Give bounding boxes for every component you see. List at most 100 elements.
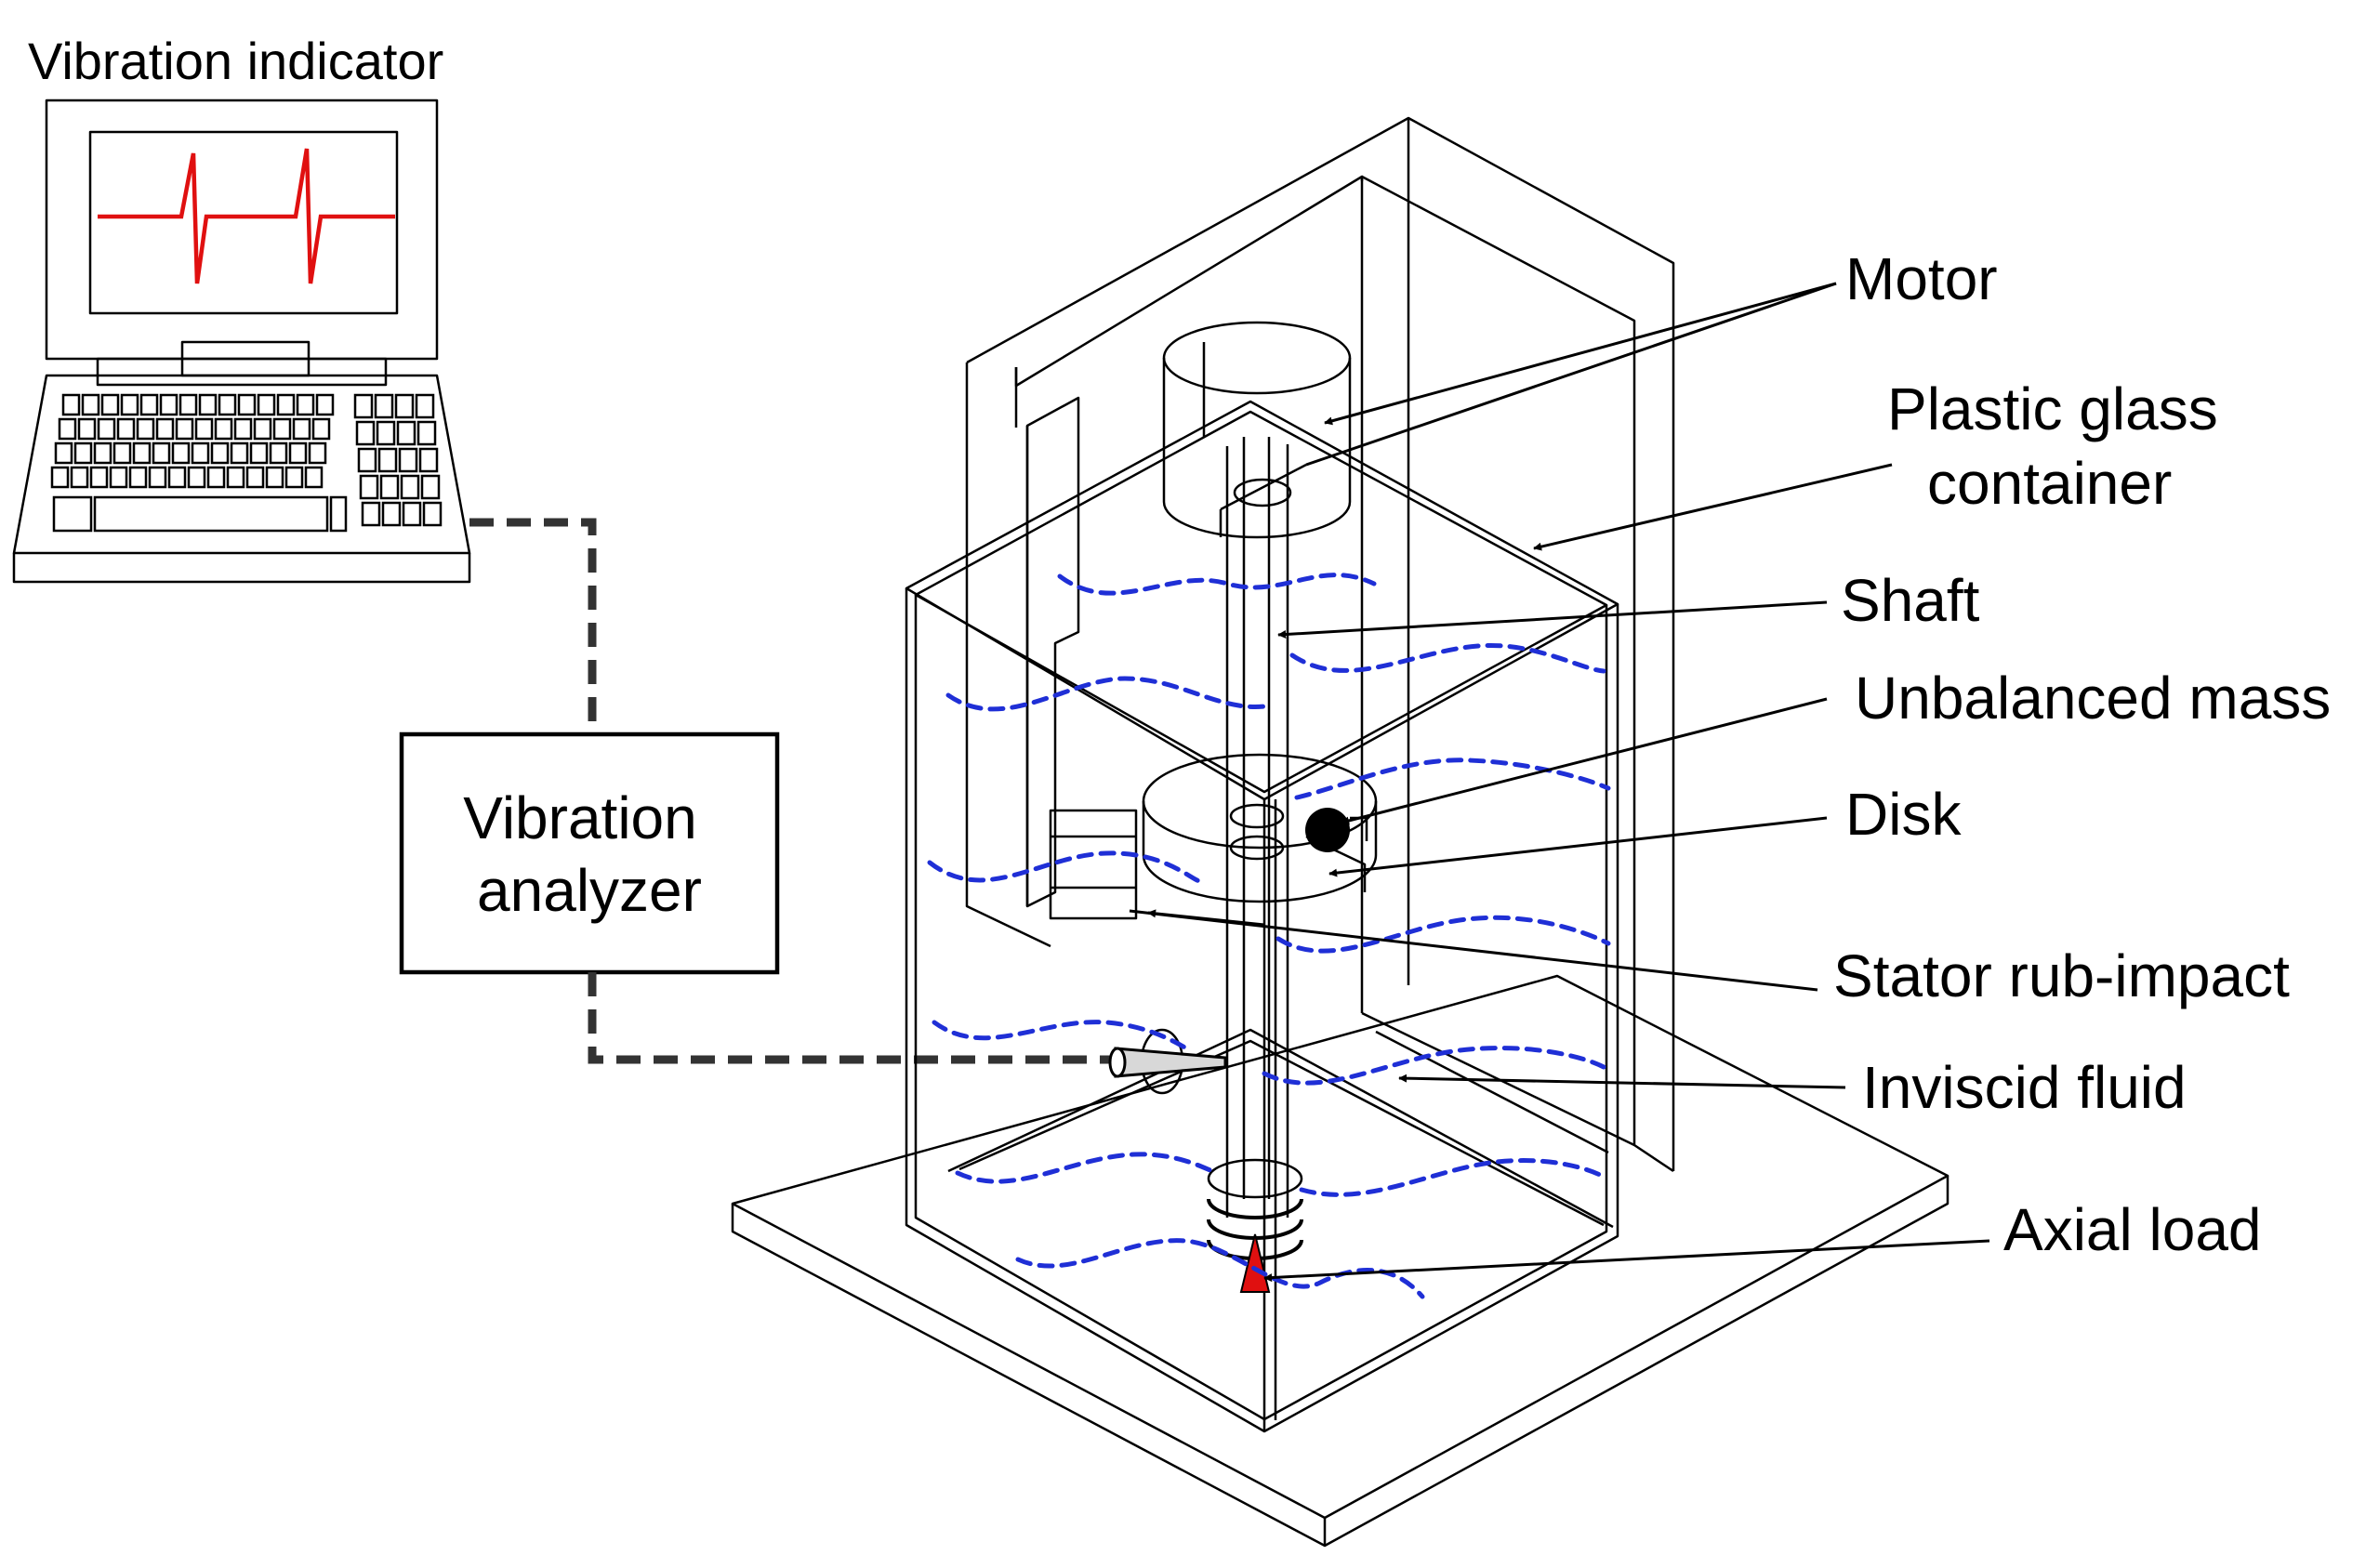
shaft (1225, 437, 1289, 1218)
keyboard-key (93, 441, 112, 465)
keyboard-key (210, 441, 230, 465)
keyboard-key (52, 495, 93, 533)
keyboard-key (374, 393, 394, 419)
keyboard-key (214, 417, 233, 441)
keyboard-key (230, 441, 249, 465)
keyboard-key (237, 393, 257, 416)
vibration-analyzer-label-line2: analyzer (477, 857, 702, 924)
keyboard-key (50, 466, 70, 489)
keyboard-key (187, 466, 206, 489)
motor-cylinder (1162, 321, 1352, 539)
keyboard-key (112, 441, 132, 465)
keyboard-key (136, 417, 155, 441)
keyboard-key (159, 393, 178, 416)
motor-label: Motor (1845, 245, 1998, 312)
keyboard-key (198, 393, 218, 416)
keyboard-key (379, 474, 400, 500)
unbalanced-mass-ball (1305, 808, 1350, 852)
keyboard-key (284, 466, 304, 489)
keyboard-key (81, 393, 100, 416)
keyboard-key (132, 441, 152, 465)
keyboard-key (308, 441, 327, 465)
keyboard-key (89, 466, 109, 489)
keyboard-key (97, 417, 116, 441)
keyboard-key (396, 420, 416, 446)
keyboard-key (381, 501, 402, 527)
keyboard-key (377, 447, 398, 473)
base-plate (731, 974, 1949, 1548)
keyboard-key (206, 466, 226, 489)
axial-load-arrow-icon (1239, 1233, 1271, 1293)
keyboard-key (178, 393, 198, 416)
keyboard-key (152, 441, 171, 465)
keyboard-key (304, 466, 324, 489)
keyboard-key (353, 393, 374, 419)
keyboard-key (233, 417, 253, 441)
keyboard-key (58, 417, 77, 441)
keyboard-key (269, 441, 288, 465)
keyboard-key (218, 393, 237, 416)
stator-rub-impact-label: Stator rub-impact (1833, 942, 2290, 1009)
motor-frame (965, 116, 1675, 1173)
keyboard-key (116, 417, 136, 441)
keyboard-key (226, 466, 245, 489)
keyboard-key (100, 393, 120, 416)
keyboard-key (400, 474, 420, 500)
keyboard-key (171, 441, 191, 465)
computer-monitor-icon (45, 99, 439, 387)
keyboard-key (402, 501, 422, 527)
keyboard-key (272, 417, 292, 441)
keyboard-key (194, 417, 214, 441)
keyboard-key (315, 393, 335, 416)
vibration-signal-trace (98, 148, 395, 284)
keyboard-key (311, 417, 331, 441)
keyboard-key (296, 393, 315, 416)
keyboard-key (376, 420, 396, 446)
keyboard-key (361, 501, 381, 527)
keyboard-key (77, 417, 97, 441)
keyboard-key (253, 417, 272, 441)
keyboard-key (415, 393, 435, 419)
signal-cable (469, 518, 1127, 1064)
keyboard-key (175, 417, 194, 441)
keyboard-key (155, 417, 175, 441)
keyboard-key (54, 441, 73, 465)
keyboard-key (73, 441, 93, 465)
axial-load-label: Axial load (2003, 1196, 2262, 1263)
keyboard-key (257, 393, 276, 416)
keyboard-key (93, 495, 329, 533)
keyboard-key (265, 466, 284, 489)
keyboard-key (398, 447, 418, 473)
keyboard-key (359, 474, 379, 500)
keyboard-key (418, 447, 439, 473)
keyboard-key (128, 466, 148, 489)
keyboard-key (394, 393, 415, 419)
keyboard-key (249, 441, 269, 465)
keyboard-key (167, 466, 187, 489)
keyboard-key (292, 417, 311, 441)
plastic-glass-label-line1: Plastic glass (1887, 376, 2218, 442)
inviscid-fluid-label: Inviscid fluid (1862, 1054, 2187, 1121)
unbalanced-mass-label: Unbalanced mass (1855, 665, 2331, 731)
keyboard-key (357, 447, 377, 473)
disk-label: Disk (1845, 781, 1962, 848)
vibration-sensor-icon (1108, 1028, 1227, 1095)
keyboard-key (139, 393, 159, 416)
keyboard-icon (12, 374, 471, 584)
vibration-analyzer-label-line1: Vibration (463, 784, 696, 851)
plastic-glass-label-line2: container (1927, 450, 2172, 517)
keyboard-key (355, 420, 376, 446)
keyboard-key (245, 466, 265, 489)
keyboard-key (276, 393, 296, 416)
keyboard-key (148, 466, 167, 489)
keyboard-key (288, 441, 308, 465)
inviscid-fluid-waves (927, 573, 1611, 1299)
vibration-analyzer-box: Vibration analyzer (399, 731, 780, 975)
leader-lines (1129, 282, 1990, 1283)
keyboard-key (420, 474, 441, 500)
stator-rub-impact-block (1049, 809, 1138, 920)
keyboard-key (109, 466, 128, 489)
keyboard-key (329, 495, 348, 533)
